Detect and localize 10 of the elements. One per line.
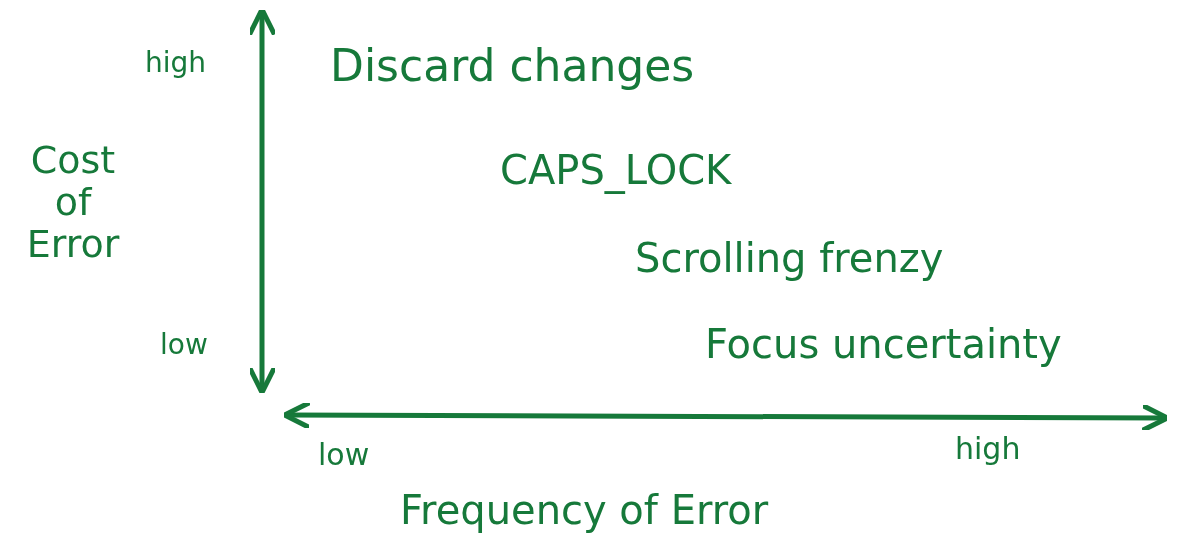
axis-end-label: high [955, 432, 1021, 465]
item-label: Scrolling frenzy [635, 236, 944, 280]
item-label: CAPS_LOCK [500, 148, 732, 192]
axis-end-label: high [145, 48, 207, 79]
axis-title: Frequency of Error [400, 488, 769, 532]
axis-end-label: low [160, 330, 208, 361]
item-label: Discard changes [330, 42, 695, 91]
axis-title: Cost of Error [25, 140, 121, 266]
axis-end-label: low [318, 438, 370, 471]
item-label: Focus uncertainty [705, 322, 1062, 366]
